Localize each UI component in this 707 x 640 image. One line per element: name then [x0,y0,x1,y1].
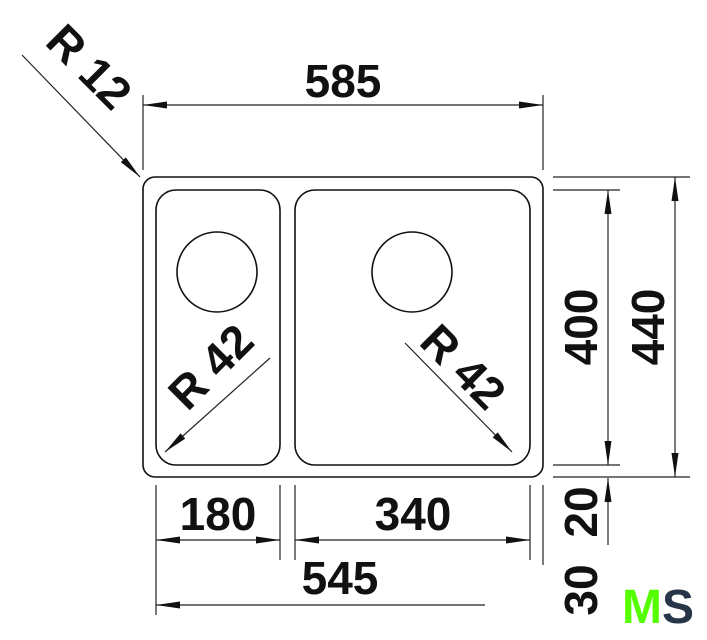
ms-logo: MS [622,584,694,632]
large-bowl-drain [371,231,453,313]
small-bowl [155,189,281,466]
dim-585: 585 [305,55,382,107]
logo-letter-m: M [622,581,662,634]
dim-r42-left: R 42 [158,314,263,419]
leader-r12 [21,54,141,178]
dim-180: 180 [180,488,257,540]
dim-20: 20 [555,486,607,537]
logo-letter-s: S [661,581,694,634]
dim-340: 340 [375,488,452,540]
dim-r42-right: R 42 [411,314,516,419]
small-bowl-drain [176,231,258,313]
dim-r12: R 12 [37,14,142,119]
dim-400: 400 [555,289,607,366]
sink-outline [142,176,544,478]
leader-r42-right [404,342,513,453]
leader-r42-left [164,357,271,453]
dim-440: 440 [622,289,674,366]
dim-30: 30 [555,564,607,615]
dim-545: 545 [302,552,379,604]
large-bowl [294,189,531,466]
